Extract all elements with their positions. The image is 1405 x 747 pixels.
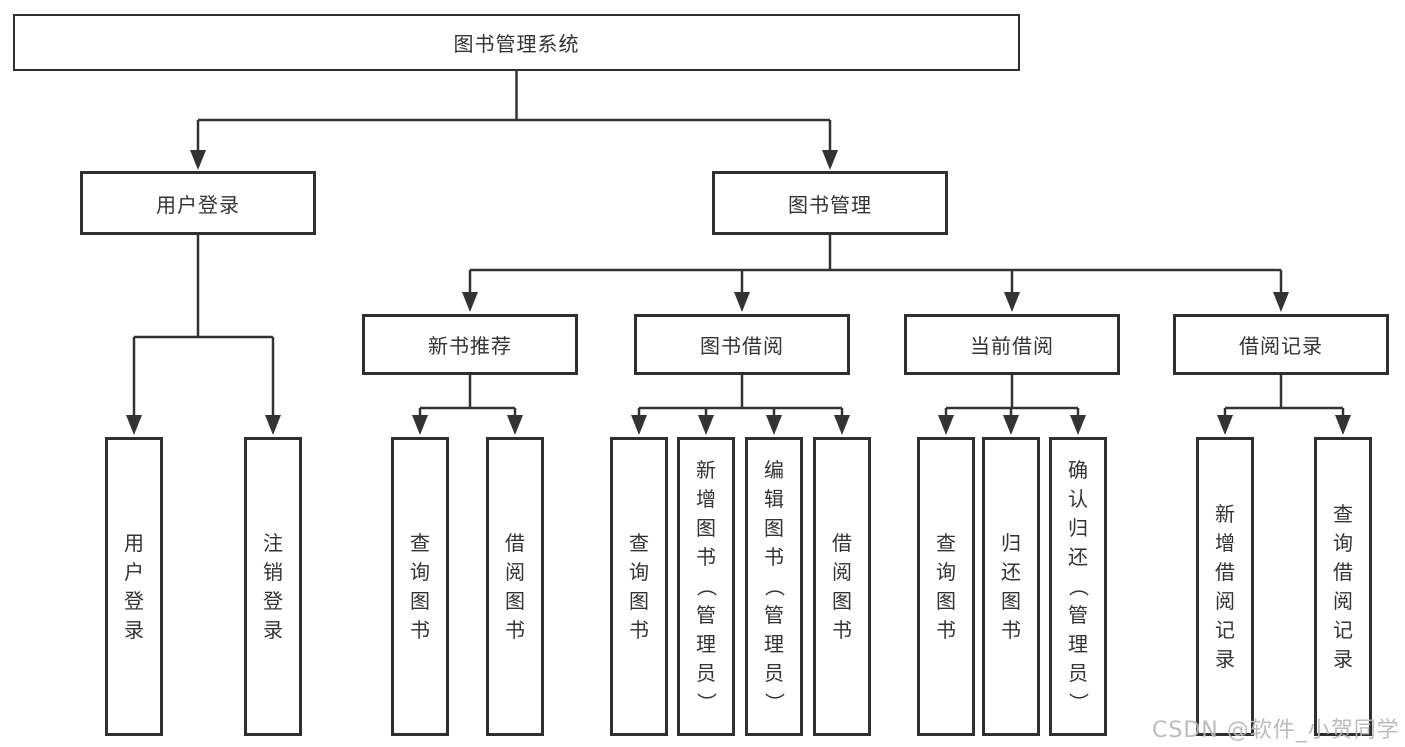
leaf-borrow-books-recommend: 借阅图书 bbox=[486, 437, 544, 736]
leaf-query-borrow-record: 查询借阅记录 bbox=[1314, 437, 1372, 736]
leaf-add-borrow-record-label: 新增借阅记录 bbox=[1215, 501, 1235, 671]
leaf-edit-books-admin: 编辑图书（管理员） bbox=[745, 437, 803, 736]
leaf-return-books-label: 归还图书 bbox=[1001, 530, 1021, 642]
node-library-system: 图书管理系统 bbox=[13, 14, 1020, 71]
node-book-management: 图书管理 bbox=[712, 171, 948, 235]
leaf-logout-label: 注销登录 bbox=[263, 530, 283, 642]
leaf-borrow-books-recommend-label: 借阅图书 bbox=[505, 530, 525, 642]
node-current-borrowing: 当前借阅 bbox=[904, 314, 1120, 375]
leaf-query-books-recommend: 查询图书 bbox=[391, 437, 449, 736]
leaf-query-books-borrowing: 查询图书 bbox=[610, 437, 668, 736]
csdn-watermark: CSDN @软件_小贺同学 bbox=[1152, 718, 1400, 743]
leaf-borrow-books-borrowing: 借阅图书 bbox=[813, 437, 871, 736]
leaf-query-books-current: 查询图书 bbox=[917, 437, 975, 736]
leaf-borrow-books-borrowing-label: 借阅图书 bbox=[832, 530, 852, 642]
leaf-return-books: 归还图书 bbox=[982, 437, 1040, 736]
leaf-user-login: 用户登录 bbox=[105, 437, 163, 736]
node-borrowing-records: 借阅记录 bbox=[1173, 314, 1389, 375]
leaf-edit-books-admin-label: 编辑图书（管理员） bbox=[762, 458, 787, 713]
node-new-book-recommend: 新书推荐 bbox=[362, 314, 578, 375]
leaf-add-borrow-record: 新增借阅记录 bbox=[1196, 437, 1254, 736]
leaf-add-books-admin-label: 新增图书（管理员） bbox=[694, 458, 719, 713]
leaf-query-books-current-label: 查询图书 bbox=[936, 530, 956, 642]
leaf-confirm-return-admin-label: 确认归还（管理员） bbox=[1066, 458, 1091, 713]
leaf-user-login-label: 用户登录 bbox=[124, 530, 144, 642]
node-user-login: 用户登录 bbox=[80, 171, 316, 235]
leaf-query-books-recommend-label: 查询图书 bbox=[410, 530, 430, 642]
leaf-add-books-admin: 新增图书（管理员） bbox=[677, 437, 735, 736]
leaf-query-books-borrowing-label: 查询图书 bbox=[629, 530, 649, 642]
node-book-borrowing: 图书借阅 bbox=[634, 314, 850, 375]
leaf-confirm-return-admin: 确认归还（管理员） bbox=[1049, 437, 1107, 736]
leaf-query-borrow-record-label: 查询借阅记录 bbox=[1333, 501, 1353, 671]
leaf-logout: 注销登录 bbox=[244, 437, 302, 736]
